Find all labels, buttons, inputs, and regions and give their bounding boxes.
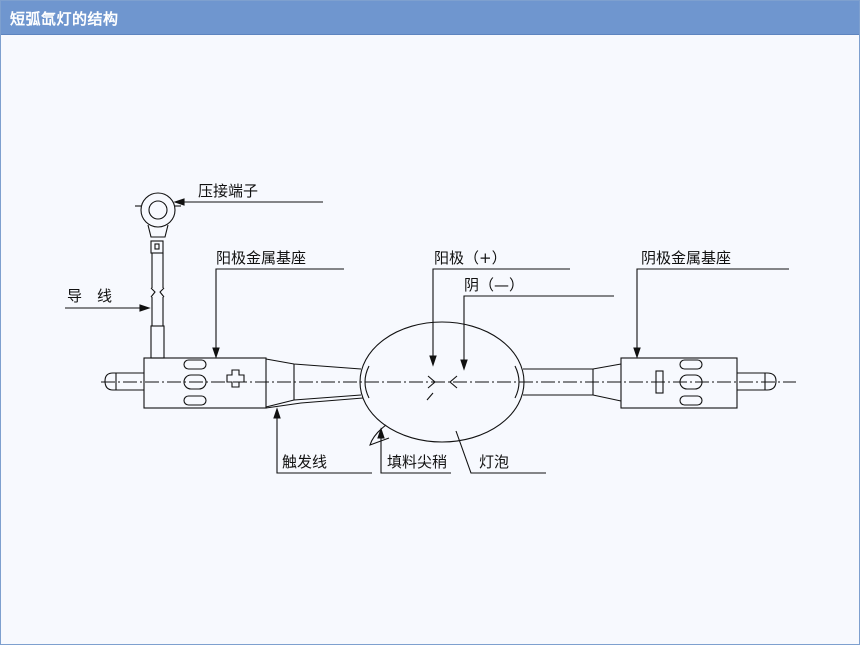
anode-plus-mark xyxy=(226,369,245,388)
panel-header: 短弧氙灯的结构 xyxy=(1,1,859,35)
crimp-terminal-and-lead xyxy=(135,192,181,359)
leader-lines xyxy=(65,198,789,474)
panel-title: 短弧氙灯的结构 xyxy=(10,10,119,28)
label-lead-wire: 导 线 xyxy=(67,287,112,305)
label-bulb: 灯泡 xyxy=(479,453,509,471)
lamp-bulb-shape xyxy=(359,321,525,446)
trigger-wire-line xyxy=(265,397,364,409)
label-anode-metal-base: 阳极金属基座 xyxy=(216,249,306,267)
anode-end-assembly xyxy=(104,357,362,409)
label-fill-tip: 填料尖稍 xyxy=(387,453,447,471)
electrodes xyxy=(426,375,458,401)
label-trigger-wire: 触发线 xyxy=(282,453,327,471)
label-cathode-metal-base: 阴极金属基座 xyxy=(641,249,731,267)
label-anode: 阳极（+） xyxy=(434,249,507,267)
label-cathode: 阴（—） xyxy=(464,276,524,294)
label-crimp-terminal: 压接端子 xyxy=(198,182,258,200)
cathode-end-assembly xyxy=(523,357,777,409)
